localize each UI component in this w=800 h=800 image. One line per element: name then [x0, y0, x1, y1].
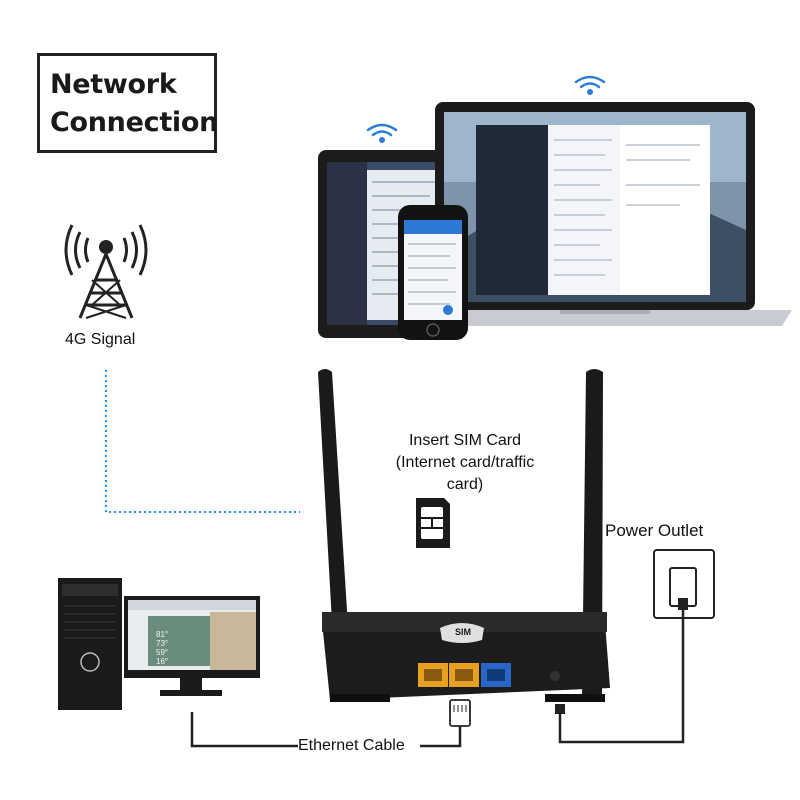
cell-tower-icon	[64, 224, 148, 319]
power-cable	[558, 628, 685, 744]
diagram-title: Network Connection	[50, 66, 218, 142]
monitor-readings: 81° 73° 59° 16°	[156, 630, 168, 666]
power-connector	[555, 704, 565, 714]
ethernet-cable-label: Ethernet Cable	[298, 737, 405, 754]
lan-port-2	[449, 663, 479, 687]
power-jack	[550, 671, 560, 681]
sim-label-line-2: (Internet card/traffic card)	[395, 454, 535, 493]
monitor-reading: 81°	[156, 630, 169, 639]
power-plug-icon	[653, 549, 715, 628]
lan-port-1	[418, 663, 448, 687]
monitor-reading: 16°	[156, 657, 169, 666]
monitor-reading: 59°	[156, 648, 169, 657]
desktop-monitor	[124, 596, 260, 696]
wan-port	[481, 663, 511, 687]
ethernet-cable	[190, 712, 462, 748]
title-line-2: Connection	[50, 107, 219, 138]
sim-instructions: Insert SIM Card (Internet card/traffic c…	[380, 430, 550, 496]
router-body	[322, 612, 610, 702]
title-frame	[37, 53, 217, 153]
power-outlet-label: Power Outlet	[605, 521, 704, 540]
monitor-reading: 73°	[156, 639, 169, 648]
signal-path	[105, 370, 300, 513]
router-logo	[440, 623, 484, 643]
desktop-tower	[58, 578, 122, 710]
title-line-1: Network	[50, 69, 177, 100]
router-logo-text: SIM	[454, 627, 471, 637]
laptop-device	[425, 102, 792, 326]
phone-device	[398, 205, 468, 340]
ethernet-plug-icon	[449, 699, 471, 727]
sim-card-icon	[416, 498, 450, 548]
sim-label-line-1: Insert SIM Card	[408, 432, 522, 449]
signal-label: 4G Signal	[65, 331, 136, 348]
